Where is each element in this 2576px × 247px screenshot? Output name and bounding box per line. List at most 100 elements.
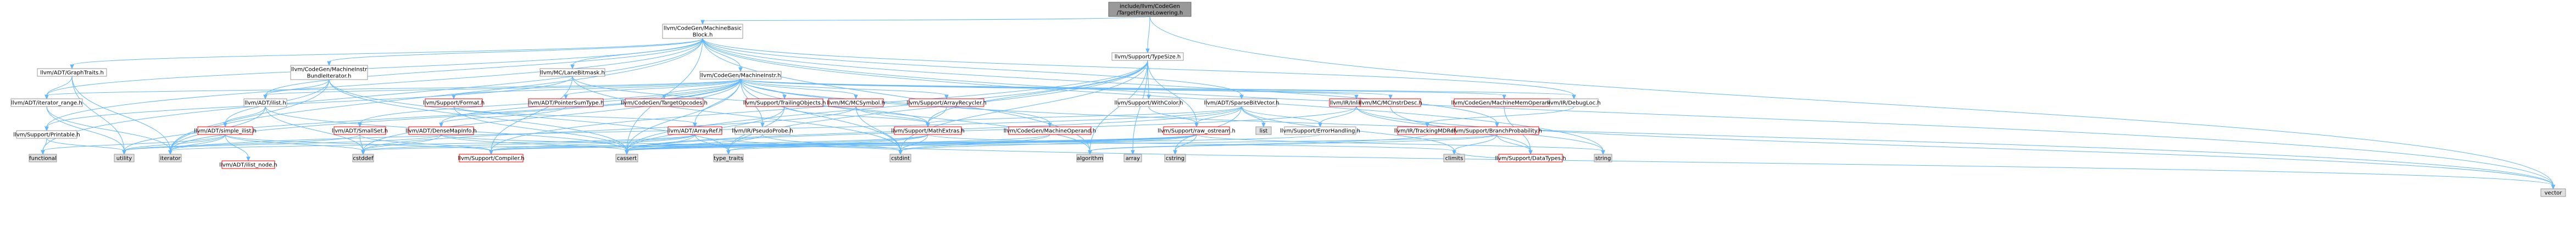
root-node[interactable]: include/llvm/CodeGen/TargetFrameLowering… bbox=[1108, 2, 1192, 17]
node-label: llvm/IR/PseudoProbe.h bbox=[732, 128, 793, 134]
node-label: llvm/Support/ErrorHandling.h bbox=[1280, 128, 1360, 134]
node-label: algorithm bbox=[1077, 156, 1103, 162]
node-ptrsumtype[interactable]: llvm/ADT/PointerSumType.h bbox=[528, 98, 604, 107]
node-label: llvm/CodeGen/MachineInstr bbox=[291, 67, 368, 73]
node-withcolor[interactable]: llvm/Support/WithColor.h bbox=[1115, 98, 1183, 107]
node-algorithm[interactable]: algorithm bbox=[1076, 154, 1104, 162]
node-climits[interactable]: climits bbox=[1443, 154, 1465, 162]
edge-n_arrayref-n_vector bbox=[694, 134, 2556, 190]
graph-nodes: include/llvm/CodeGen/TargetFrameLowering… bbox=[10, 2, 2566, 197]
edge-n_format-n_arrayref bbox=[453, 106, 697, 128]
node-label: array bbox=[1126, 156, 1140, 162]
node-format[interactable]: llvm/Support/Format.h bbox=[423, 98, 485, 107]
node-printable[interactable]: llvm/Support/Printable.h bbox=[13, 130, 80, 139]
edge-n_machineinstr-n_utility bbox=[122, 78, 741, 155]
edge-n_mbb-n_mib bbox=[327, 38, 703, 66]
node-label: llvm/MC/LaneBitmask.h bbox=[540, 70, 605, 76]
node-arrayref[interactable]: llvm/ADT/ArrayRef.h bbox=[667, 126, 723, 135]
edge-n_machineinstr-n_arrayrecycler bbox=[740, 78, 949, 100]
node-ilist[interactable]: llvm/ADT/ilist.h bbox=[243, 98, 287, 107]
node-trackingmdref[interactable]: llvm/IR/TrackingMDRef.h bbox=[1394, 126, 1461, 135]
node-branchprob[interactable]: llvm/Support/BranchProbability.h bbox=[1452, 126, 1542, 135]
node-label: string bbox=[1595, 156, 1611, 162]
node-sparsebv[interactable]: llvm/ADT/SparseBitVector.h bbox=[1204, 98, 1279, 107]
node-mcinstrdesc[interactable]: llvm/MC/MCInstrDesc.h bbox=[1359, 98, 1422, 107]
node-pseudoprobe[interactable]: llvm/IR/PseudoProbe.h bbox=[732, 126, 793, 135]
node-label: cassert bbox=[617, 156, 637, 162]
node-simpleilist[interactable]: llvm/ADT/simple_ilist.h bbox=[194, 126, 257, 135]
node-label: cstdint bbox=[891, 156, 910, 162]
node-arrayrecycler[interactable]: llvm/Support/ArrayRecycler.h bbox=[906, 98, 987, 107]
node-lanebitmask[interactable]: llvm/MC/LaneBitmask.h bbox=[539, 68, 605, 77]
node-trailing[interactable]: llvm/Support/TrailingObjects.h bbox=[743, 98, 826, 107]
node-label: llvm/ADT/ilist.h bbox=[244, 100, 286, 106]
node-graphtraits[interactable]: llvm/ADT/GraphTraits.h bbox=[37, 68, 107, 77]
node-cstdint[interactable]: cstdint bbox=[889, 154, 911, 162]
edge-n_machineinstr-n_debugloc bbox=[740, 78, 1576, 100]
node-tgtopcodes[interactable]: llvm/CodeGen/TargetOpcodes.h bbox=[621, 98, 708, 107]
edge-n_ilist-n_simpleilist bbox=[223, 106, 266, 128]
node-cstddef[interactable]: cstddef bbox=[352, 154, 374, 162]
node-mmo[interactable]: llvm/CodeGen/MachineMemOperand.h bbox=[1451, 98, 1557, 107]
node-densemapinfo[interactable]: llvm/ADT/DenseMapInfo.h bbox=[405, 126, 477, 135]
node-cstring[interactable]: cstring bbox=[1164, 154, 1186, 162]
edge-n_inlineasm-n_errorhandling bbox=[1318, 106, 1357, 128]
edge-n_machineinstr-n_itrange bbox=[44, 78, 741, 100]
node-list[interactable]: list bbox=[1255, 126, 1272, 135]
node-label: utility bbox=[116, 156, 132, 162]
edge-n_densemapinfo-n_cassert bbox=[441, 134, 629, 155]
edge-n_machineinstr-n_format bbox=[452, 78, 741, 100]
node-utility[interactable]: utility bbox=[114, 154, 135, 162]
node-label: cstring bbox=[1166, 156, 1184, 162]
node-label: BundleIterator.h bbox=[307, 74, 352, 80]
node-label: functional bbox=[29, 156, 57, 162]
node-label: llvm/ADT/GraphTraits.h bbox=[40, 70, 104, 76]
node-label: llvm/CodeGen/MachineMemOperand.h bbox=[1451, 100, 1557, 106]
node-array[interactable]: array bbox=[1123, 154, 1142, 162]
node-mcsymbol[interactable]: llvm/MC/MCSymbol.h bbox=[827, 98, 885, 107]
node-label: llvm/CodeGen/MachineOperand.h bbox=[1004, 128, 1096, 134]
node-rawostream[interactable]: llvm/Support/raw_ostream.h bbox=[1158, 126, 1236, 135]
node-itrange[interactable]: llvm/ADT/iterator_range.h bbox=[10, 98, 83, 107]
node-label: llvm/Support/DataTypes.h bbox=[1495, 156, 1566, 162]
node-mop[interactable]: llvm/CodeGen/MachineOperand.h bbox=[1004, 126, 1096, 135]
edge-n_ptrsumtype-n_densemapinfo bbox=[439, 106, 566, 128]
node-vector[interactable]: vector bbox=[2540, 188, 2566, 197]
edge-n_machineinstr-n_ilist bbox=[263, 78, 741, 100]
node-string[interactable]: string bbox=[1594, 154, 1612, 162]
node-datatypes[interactable]: llvm/Support/DataTypes.h bbox=[1495, 154, 1566, 162]
edge-n_printable-n_functional bbox=[41, 138, 47, 155]
node-label: iterator bbox=[160, 156, 181, 162]
node-label: llvm/Support/Printable.h bbox=[13, 132, 80, 138]
node-typesize[interactable]: llvm/Support/TypeSize.h bbox=[1111, 52, 1184, 61]
node-typetraits[interactable]: type_traits bbox=[713, 154, 744, 162]
edge-n_smallset-n_utility bbox=[122, 134, 360, 155]
node-mathextras[interactable]: llvm/Support/MathExtras.h bbox=[891, 126, 965, 135]
node-machineinstr[interactable]: llvm/CodeGen/MachineInstr.h bbox=[699, 71, 782, 80]
edge-n_typesize-n_array bbox=[1131, 60, 1148, 155]
node-iterator[interactable]: iterator bbox=[159, 154, 182, 162]
edge-n_sparsebv-n_list bbox=[1241, 106, 1266, 128]
edge-n_rawostream-n_typetraits bbox=[726, 134, 1197, 155]
node-smallset[interactable]: llvm/ADT/SmallSet.h bbox=[332, 126, 388, 135]
node-label: llvm/Support/MathExtras.h bbox=[891, 128, 965, 134]
node-label: include/llvm/CodeGen bbox=[1120, 4, 1180, 10]
node-label: llvm/CodeGen/TargetOpcodes.h bbox=[621, 100, 708, 106]
node-label: list bbox=[1260, 128, 1268, 134]
node-functional[interactable]: functional bbox=[29, 154, 57, 162]
node-compiler[interactable]: llvm/Support/Compiler.h bbox=[458, 154, 525, 162]
node-cassert[interactable]: cassert bbox=[615, 154, 638, 162]
node-ilistnode[interactable]: llvm/ADT/ilist_node.h bbox=[219, 160, 277, 169]
edge-root-n_typesize bbox=[1145, 16, 1150, 54]
edge-n_trackingmdref-n_algorithm bbox=[1088, 134, 1428, 155]
node-debugloc[interactable]: llvm/IR/DebugLoc.h bbox=[1547, 98, 1601, 107]
graph-edges bbox=[41, 16, 2556, 190]
node-label: llvm/Support/BranchProbability.h bbox=[1452, 128, 1542, 134]
edge-n_graphtraits-n_iterator bbox=[71, 76, 173, 155]
node-label: llvm/ADT/ilist_node.h bbox=[219, 162, 277, 169]
node-errorhandling[interactable]: llvm/Support/ErrorHandling.h bbox=[1280, 126, 1360, 135]
edge-n_rawostream-n_string bbox=[1196, 134, 1605, 155]
node-label: type_traits bbox=[714, 156, 743, 162]
node-mib[interactable]: llvm/CodeGen/MachineInstrBundleIterator.… bbox=[290, 65, 368, 80]
